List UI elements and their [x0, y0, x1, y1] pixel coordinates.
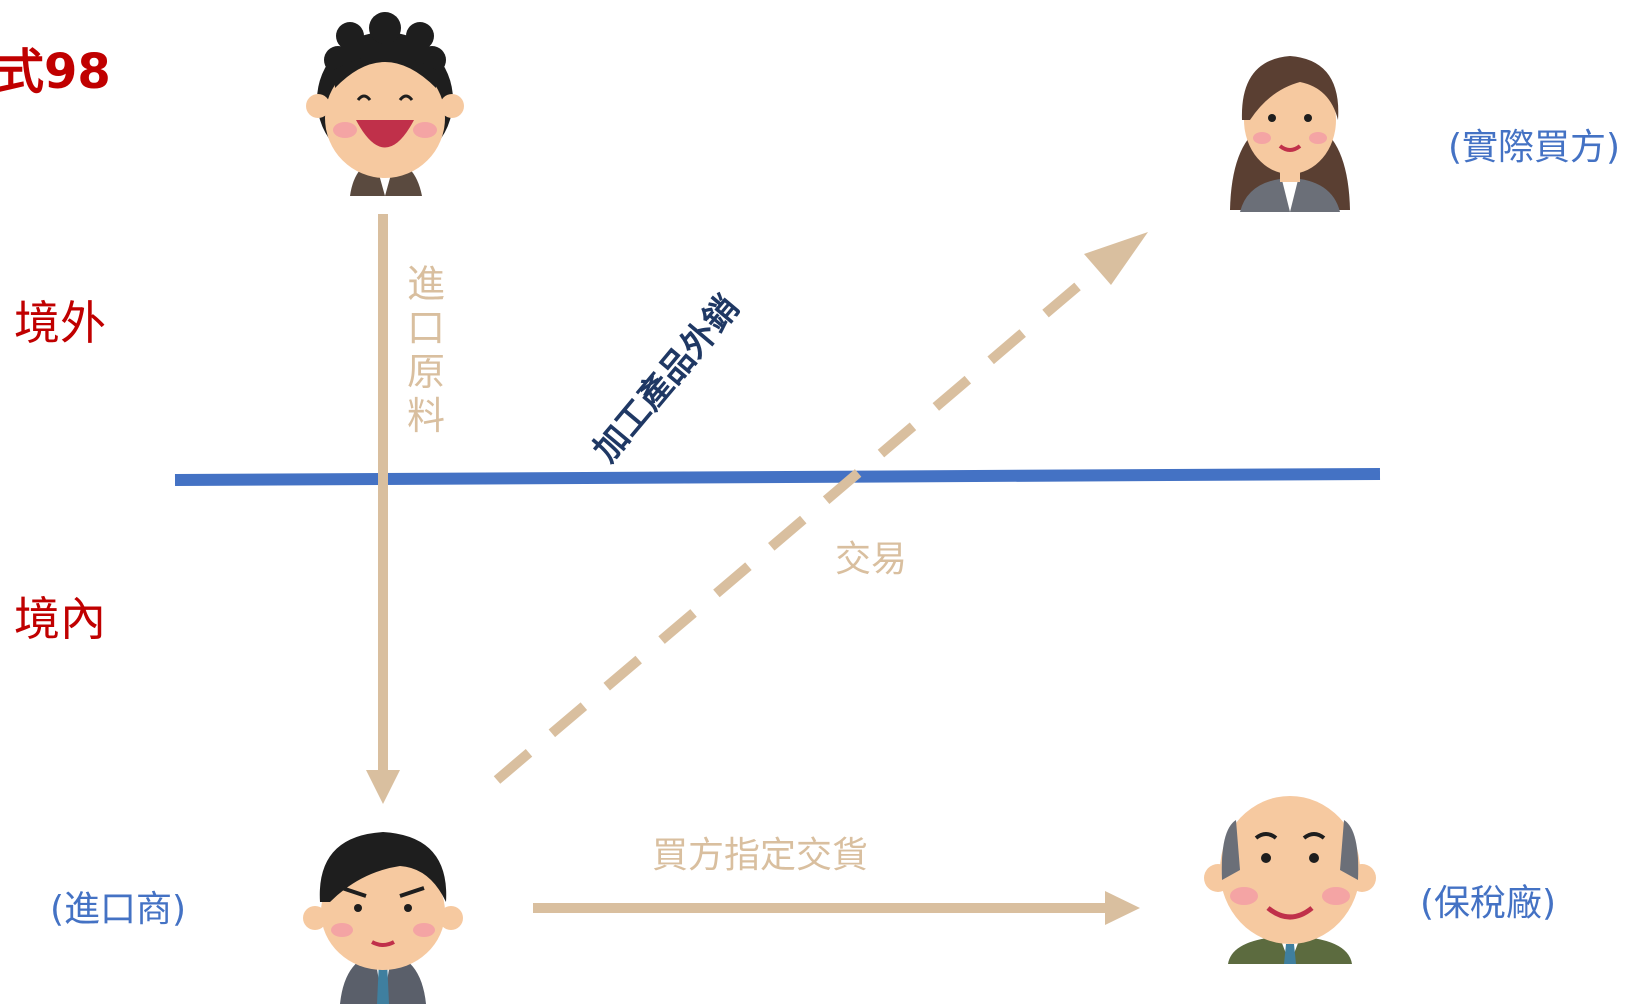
foreign-supplier-avatar	[306, 12, 464, 196]
border-line	[174, 468, 1381, 486]
importer-avatar	[303, 832, 463, 1004]
bonded-factory-avatar	[1204, 796, 1376, 964]
flow-label-buyer-designated-delivery: 買方指定交貨	[652, 835, 869, 876]
export-arrow-head	[1084, 232, 1148, 285]
zone-label-outside: 境外	[14, 296, 106, 350]
export-arrow-shaft	[493, 248, 1122, 784]
import-arrow-head	[366, 770, 400, 804]
flow-label-transaction: 交易	[835, 539, 908, 580]
role-label-actual-buyer: (實際買方)	[1448, 127, 1621, 168]
page-title: 式98	[0, 44, 111, 100]
flow-label-import-materials: 進口原料	[406, 262, 445, 438]
actual-buyer-avatar	[1230, 56, 1350, 212]
zone-label-inside: 境內	[14, 592, 106, 646]
delivery-arrow-head	[1105, 891, 1140, 925]
role-label-importer: (進口商)	[50, 889, 187, 930]
role-label-bonded-factory: (保稅廠)	[1420, 883, 1557, 924]
